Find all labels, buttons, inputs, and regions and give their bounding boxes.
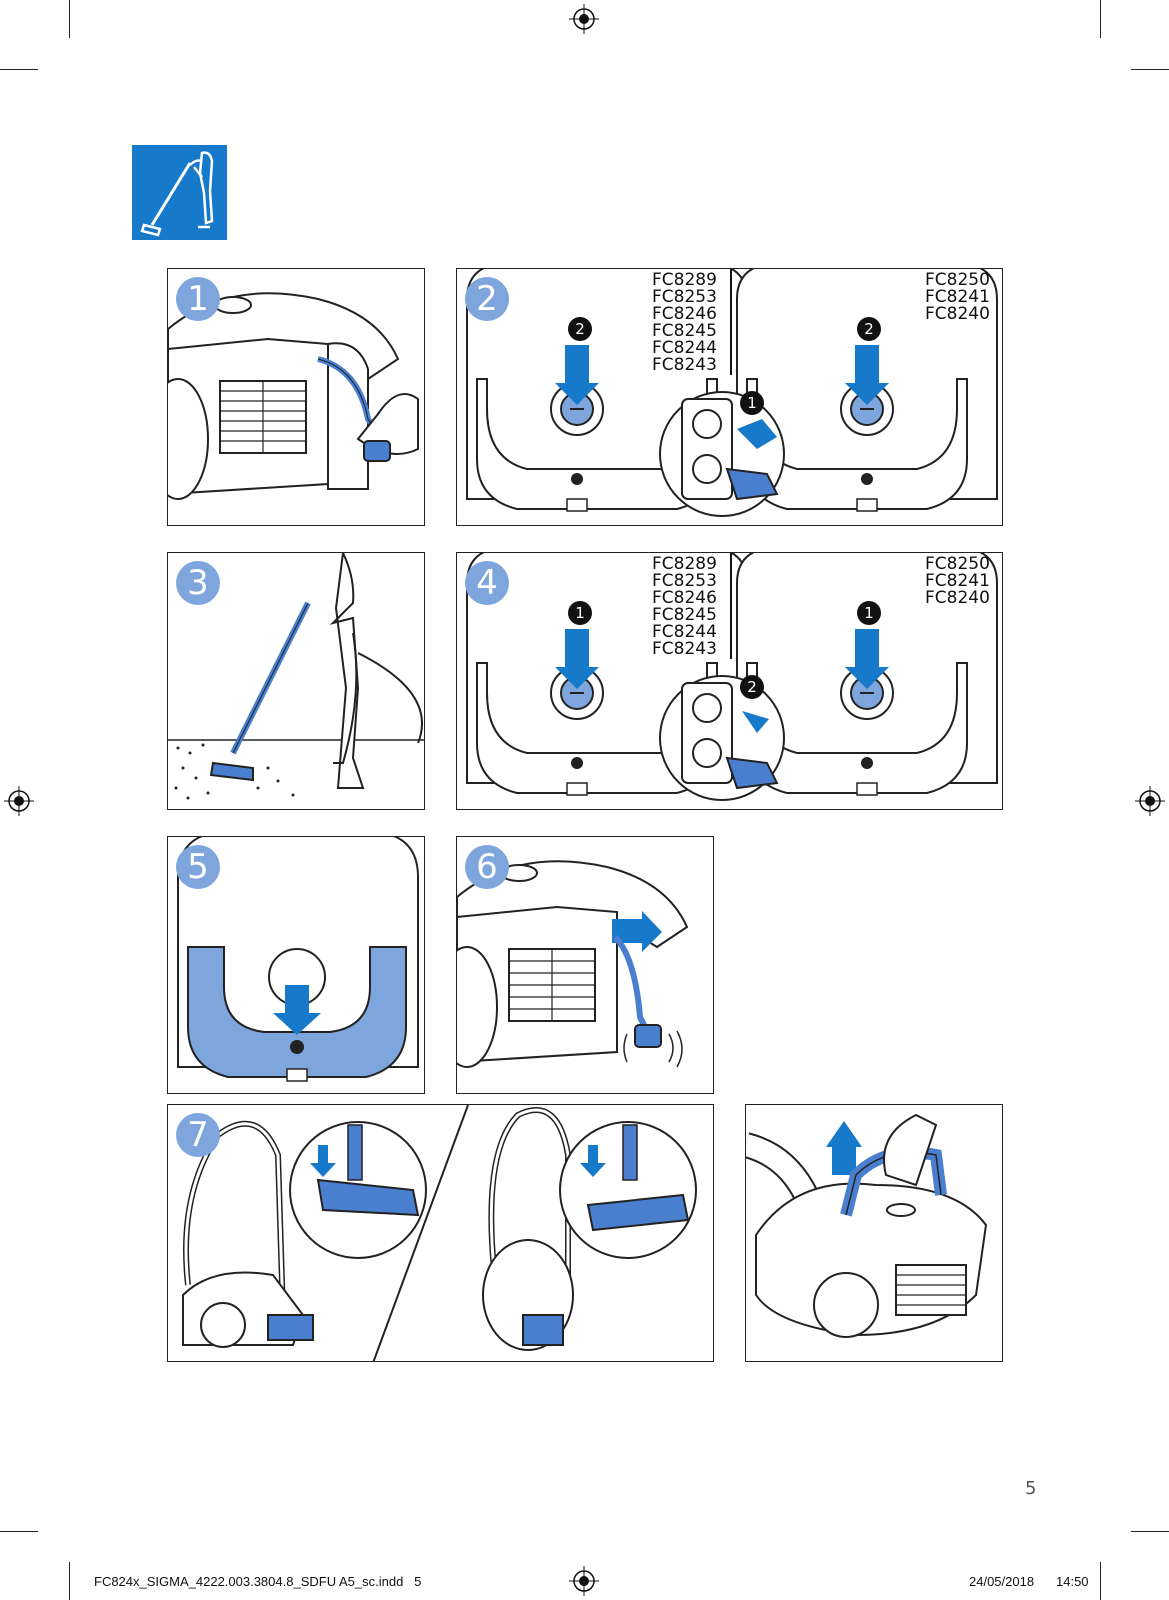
model-list-box (640, 553, 732, 659)
callout-number: 2 (857, 317, 881, 341)
step-number-badge: 7 (176, 1113, 220, 1157)
step-number-badge: 3 (176, 561, 220, 605)
callout-number: 1 (740, 391, 764, 415)
model-number: FC8245 (652, 321, 717, 341)
callout-number: 1 (857, 601, 881, 625)
illustration-carry-handle (746, 1113, 988, 1338)
illustration-parking-storage (182, 1105, 697, 1361)
footer-filename: FC824x_SIGMA_4222.003.3804.8_SDFU A5_sc.… (94, 1574, 422, 1589)
step-panel-4: 4 1 1 2 FC8289 FC8253 FC8246 FC8245 FC82… (456, 552, 1003, 810)
footer-time: 14:50 (1056, 1574, 1089, 1589)
model-number: FC8253 (652, 571, 717, 591)
model-number: FC8244 (652, 622, 717, 642)
callout-number: 1 (568, 601, 592, 625)
step-panel-3: 3 (167, 552, 425, 810)
crop-mark (0, 69, 38, 70)
step-number-badge: 1 (176, 277, 220, 321)
callout-number: 2 (568, 317, 592, 341)
step-panel-6: 6 (456, 836, 714, 1094)
illustration-vacuuming (168, 553, 424, 800)
vacuum-cleaning-icon (132, 145, 227, 240)
model-list-left: FC8289 FC8253 FC8246 FC8245 FC8244 FC824… (652, 556, 717, 658)
model-number: FC8240 (925, 588, 990, 608)
footer-date: 24/05/2018 (969, 1574, 1035, 1589)
step-panel-5: 5 (167, 836, 425, 1094)
model-number: FC8240 (925, 304, 990, 324)
model-number: FC8289 (652, 554, 717, 574)
model-number: FC8241 (925, 287, 990, 307)
crop-mark (1100, 0, 1101, 38)
registration-mark-icon (569, 1566, 599, 1596)
step-panel-1: 1 (167, 268, 425, 526)
registration-mark-icon (1135, 786, 1165, 816)
model-number: FC8244 (652, 338, 717, 358)
callout-number: 2 (740, 675, 764, 699)
model-list-box (640, 269, 732, 375)
illustration-unwind-cord (168, 292, 419, 500)
illustration-power-on (466, 269, 998, 517)
model-list-right: FC8250 FC8241 FC8240 (925, 556, 990, 607)
model-number: FC8245 (652, 605, 717, 625)
illustration-cord-rewind-pedal (177, 837, 419, 1082)
step-number-badge: 6 (465, 845, 509, 889)
model-number: FC8289 (652, 270, 717, 290)
step-number-badge: 4 (465, 561, 509, 605)
step-number-badge: 5 (176, 845, 220, 889)
registration-mark-icon (569, 4, 599, 34)
step-number-badge: 2 (465, 277, 509, 321)
crop-mark (1131, 1531, 1169, 1532)
crop-mark (69, 0, 70, 38)
model-number: FC8250 (925, 270, 990, 290)
step-panel-carry (745, 1104, 1003, 1362)
model-number: FC8246 (652, 588, 717, 608)
model-number: FC8243 (652, 355, 717, 375)
model-number: FC8250 (925, 554, 990, 574)
model-number: FC8246 (652, 304, 717, 324)
model-number: FC8241 (925, 571, 990, 591)
step-panel-2: 2 2 2 1 FC8289 FC8253 FC8246 FC (456, 268, 1003, 526)
model-list-right: FC8250 FC8241 FC8240 (925, 272, 990, 323)
crop-mark (69, 1562, 70, 1600)
page-number: 5 (1025, 1478, 1037, 1499)
crop-mark (1100, 1562, 1101, 1600)
model-list-left: FC8289 FC8253 FC8246 FC8245 FC8244 FC824… (652, 272, 717, 374)
model-number: FC8253 (652, 287, 717, 307)
illustration-cord-rewind (457, 860, 689, 1068)
crop-mark (1131, 69, 1169, 70)
crop-mark (0, 1531, 38, 1532)
registration-mark-icon (4, 786, 34, 816)
step-panel-7: 7 (167, 1104, 714, 1362)
model-number: FC8243 (652, 639, 717, 659)
